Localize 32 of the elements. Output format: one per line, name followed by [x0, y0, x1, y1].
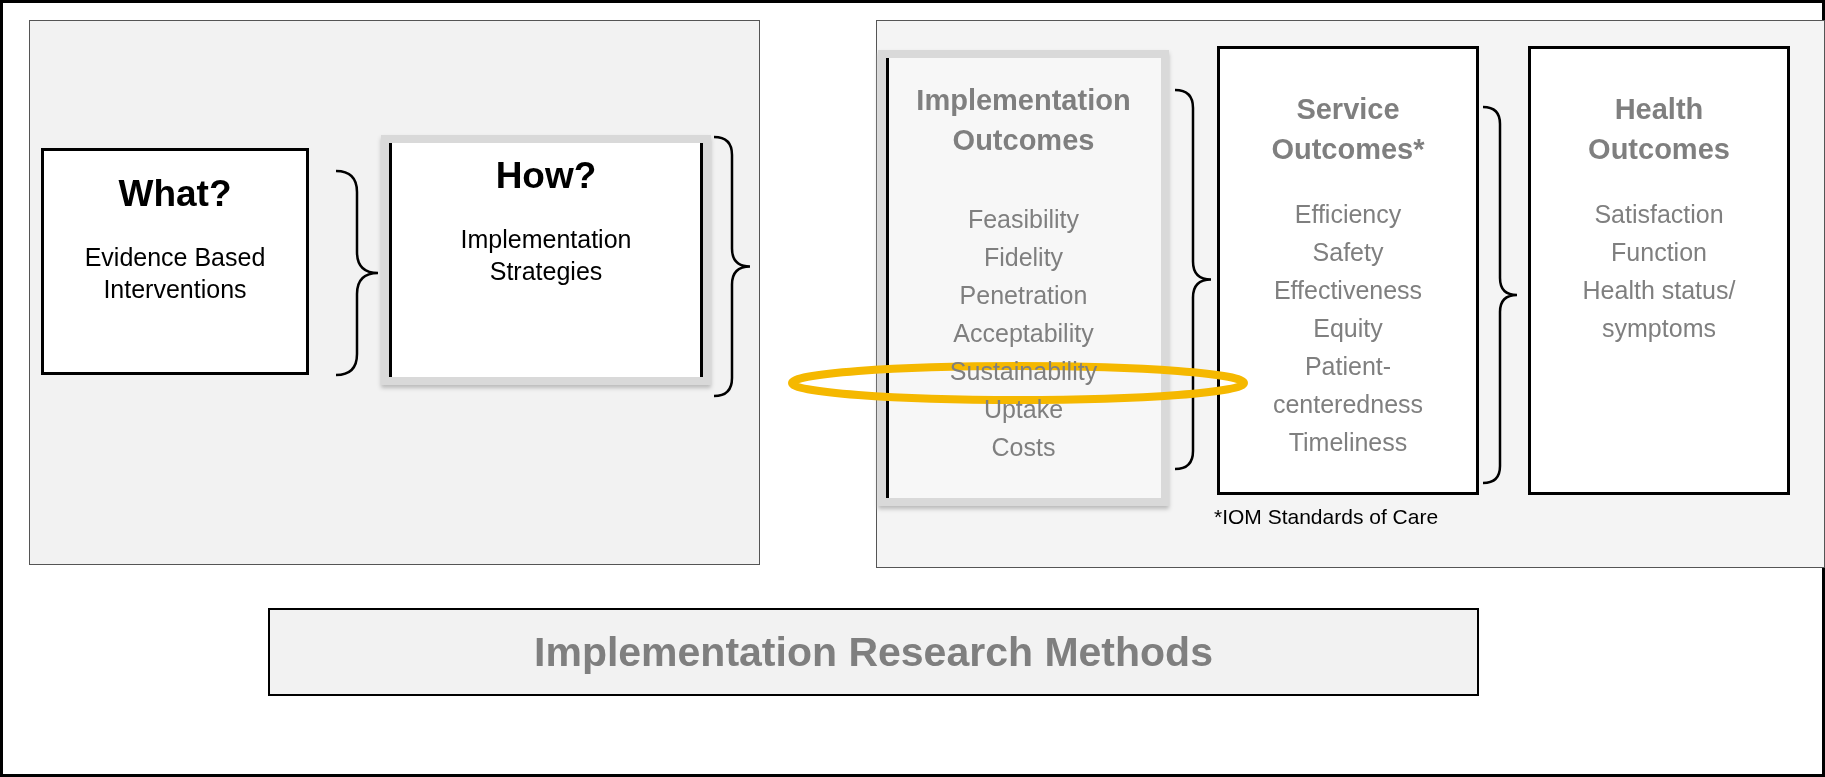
list-item: Function — [1610, 237, 1708, 268]
list-item: Feasibility — [966, 204, 1081, 235]
box-heading: How? — [494, 155, 598, 197]
list-item: Penetration — [958, 280, 1089, 311]
highlighted-box — [878, 50, 1169, 506]
outcome-box — [1528, 46, 1790, 495]
panel-background — [29, 20, 760, 565]
box-text: Evidence Based Interventions — [84, 242, 266, 305]
highlighted-box — [381, 135, 711, 385]
banner-box — [268, 608, 1479, 696]
list-item: Acceptability — [952, 318, 1095, 349]
list-item: Efficiency — [1293, 199, 1403, 230]
outcome-box — [1217, 46, 1479, 495]
footnote: *IOM Standards of Care — [1214, 505, 1439, 529]
list-item: Satisfaction — [1593, 199, 1725, 230]
list-item: Health status/ symptoms — [1581, 275, 1737, 344]
list-item: Fidelity — [982, 242, 1065, 273]
box-heading: Health Outcomes — [1587, 92, 1731, 167]
box-text: Implementation Strategies — [459, 224, 633, 287]
box-heading: Implementation Outcomes — [915, 83, 1132, 158]
list-item: Patient- centeredness — [1271, 351, 1425, 420]
list-item: Costs — [990, 432, 1057, 463]
list-item: Safety — [1311, 237, 1385, 268]
list-item: Effectiveness — [1272, 275, 1424, 306]
list-item: Uptake — [982, 394, 1065, 425]
banner-title: Implementation Research Methods — [534, 628, 1213, 676]
box-heading: Service Outcomes* — [1270, 92, 1426, 167]
content-box — [41, 148, 309, 375]
list-item: Equity — [1312, 313, 1384, 344]
list-item: Timeliness — [1287, 427, 1409, 458]
panel-background — [876, 20, 1825, 568]
box-heading: What? — [117, 173, 233, 215]
